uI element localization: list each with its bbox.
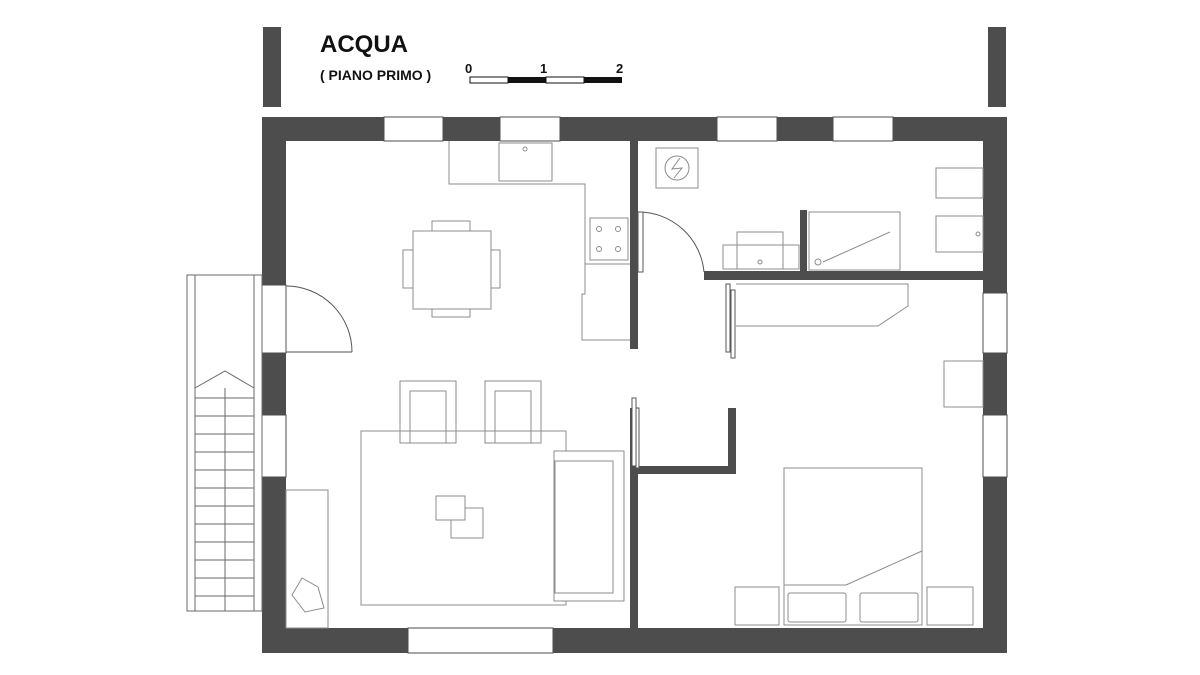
scale-bar: 0 1 2 <box>465 61 623 84</box>
scale-label-1: 1 <box>540 61 547 76</box>
desk <box>943 360 984 408</box>
staircase <box>186 274 263 612</box>
plan-subtitle: ( PIANO PRIMO ) <box>320 67 431 83</box>
bathroom-door[interactable] <box>637 211 705 273</box>
pillar-right <box>988 27 1006 107</box>
boiler-icon <box>655 147 699 189</box>
side-cabinet <box>285 489 329 629</box>
stove-icon <box>589 217 629 261</box>
armchairs <box>399 380 542 444</box>
scale-label-0: 0 <box>465 61 472 76</box>
wardrobe <box>736 283 909 327</box>
scale-label-2: 2 <box>616 61 623 76</box>
entry-door[interactable] <box>285 285 353 353</box>
sliding-doors[interactable] <box>631 283 736 469</box>
nightstand-right <box>926 586 974 626</box>
shower-icon <box>808 211 901 271</box>
sink-icon <box>498 142 553 182</box>
pillar-left <box>263 27 281 107</box>
plant-icon <box>291 577 325 613</box>
interior-walls <box>630 141 983 630</box>
nightstand-left <box>734 586 780 626</box>
plan-title: ACQUA <box>320 31 408 58</box>
living-area <box>360 430 625 606</box>
pillow-right <box>859 592 919 623</box>
bedroom-furniture <box>734 283 984 626</box>
dining-table <box>402 220 501 318</box>
toilet-icon <box>935 167 984 199</box>
kitchen-counter <box>448 141 630 341</box>
outer-walls <box>262 117 1007 653</box>
windows <box>261 116 1008 654</box>
pillow-left <box>787 592 847 623</box>
bathroom-fixtures <box>655 147 984 271</box>
bathroom-sink-icon <box>736 231 784 270</box>
bidet-icon <box>935 215 984 253</box>
double-bed <box>783 467 923 626</box>
